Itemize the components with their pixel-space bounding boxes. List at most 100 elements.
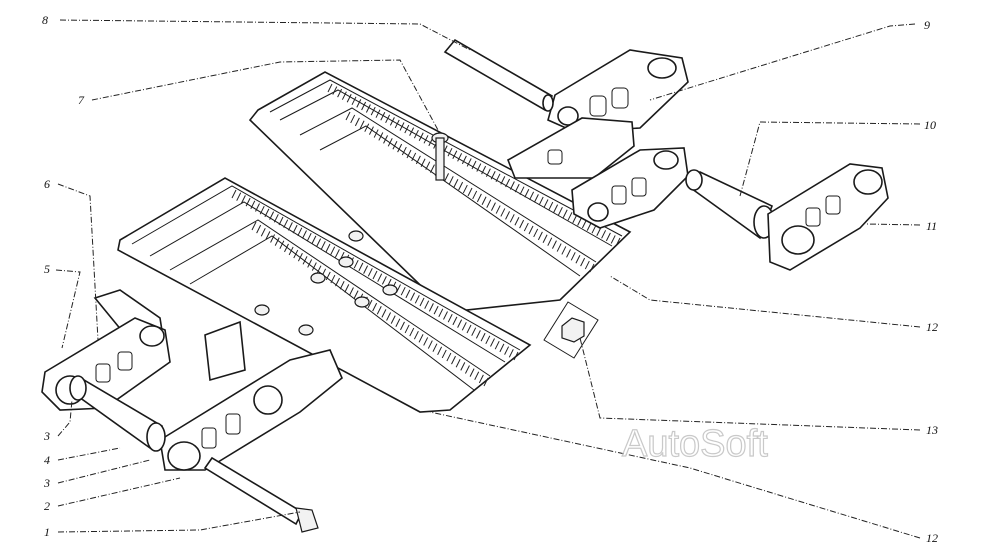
grouser-hatch-line	[270, 234, 276, 243]
grouser-hatch-line	[279, 240, 285, 249]
callout-3-upper: 3	[43, 429, 50, 443]
grouser-hatch-line	[552, 240, 557, 249]
callout-labels: 8 9 7 10 6 11 5 12 13 3 4 3 2 1 12	[42, 13, 938, 545]
grouser-hatch-line	[420, 158, 426, 167]
grouser-hatch-line	[533, 228, 539, 238]
grouser-hatch-line	[591, 224, 597, 234]
callout-8: 8	[42, 13, 48, 27]
grouser-hatch-line	[452, 316, 458, 326]
grouser-hatch-line	[240, 195, 246, 204]
grouser-hatch-line	[537, 231, 543, 241]
grouser-hatch-line	[580, 257, 586, 267]
grouser-hatch-line	[500, 176, 506, 185]
grouser-hatch-line	[411, 152, 417, 162]
grouser-hatch-line	[430, 164, 435, 173]
grouser-hatch-line	[353, 259, 359, 269]
grouser-hatch-line	[385, 114, 391, 124]
grouser-hatch-line	[466, 324, 472, 334]
grouser-hatch-line	[345, 111, 351, 121]
grouser-hatch-line	[457, 319, 463, 328]
grouser-hatch-line	[553, 204, 559, 213]
grouser-hatch-line	[256, 224, 262, 234]
grouser-hatch-line	[341, 91, 347, 100]
upper-track-shoe	[248, 71, 632, 313]
grouser-hatch-line	[423, 135, 429, 144]
grouser-hatch-line	[325, 271, 331, 281]
grouser-hatch-line	[481, 165, 487, 175]
grouser-hatch-line	[457, 153, 463, 162]
grouser-hatch-line	[372, 270, 378, 280]
grouser-hatch-line	[562, 209, 568, 218]
grouser-hatch-line	[444, 173, 449, 182]
grouser-hatch-line	[495, 173, 501, 183]
grouser-hatch-line	[334, 249, 340, 258]
grouser-hatch-line	[605, 232, 611, 242]
track-pin-lower	[203, 456, 319, 533]
grouser-hatch-line	[406, 149, 412, 159]
grouser-hatch-line	[561, 246, 567, 255]
lower-bushing	[69, 375, 166, 452]
grouser-hatch-line	[389, 117, 395, 126]
grouser-hatch-line	[601, 230, 607, 239]
grouser-hatch-line	[514, 183, 520, 193]
grouser-hatch-line	[404, 324, 410, 334]
grouser-hatch-line	[485, 335, 491, 345]
grouser-hatch-line	[572, 214, 578, 224]
grouser-hatch-line	[335, 277, 340, 287]
grouser-hatch-line	[513, 351, 519, 361]
grouser-hatch-line	[397, 143, 403, 153]
grouser-hatch-line	[455, 359, 461, 368]
grouser-hatch-line	[486, 199, 492, 208]
grouser-hatch-line	[292, 224, 298, 234]
grouser-hatch-line	[409, 127, 415, 136]
grouser-hatch-line	[332, 86, 338, 95]
grouser-hatch-line	[363, 265, 369, 274]
grouser-hatch-line	[499, 343, 505, 353]
callout-9: 9	[924, 18, 930, 32]
grouser-hatch-line	[570, 252, 576, 261]
grouser-hatch-line	[548, 201, 554, 211]
grouser-hatch-line	[255, 203, 260, 212]
grouser-hatch-line	[413, 129, 419, 139]
grouser-hatch-line	[575, 255, 581, 264]
grouser-hatch-line	[311, 235, 317, 245]
grouser-hatch-line	[542, 234, 548, 243]
callout-3-lower: 3	[43, 476, 50, 490]
watermark: AutoSoft	[622, 423, 768, 465]
callout-10: 10	[924, 118, 936, 132]
grouser-hatch-line	[351, 96, 357, 106]
bushing-and-link	[685, 163, 889, 271]
grouser-hatch-line	[428, 303, 434, 312]
grouser-hatch-line	[425, 161, 431, 170]
grouser-hatch-line	[348, 287, 354, 296]
grouser-hatch-line	[339, 281, 345, 290]
grouser-hatch-line	[380, 112, 386, 121]
grouser-hatch-line	[441, 349, 447, 359]
grouser-hatch-line	[365, 104, 371, 113]
grouser-hatch-line	[514, 217, 520, 226]
grouser-hatch-line	[356, 99, 362, 108]
shoe-bolt-upper	[431, 132, 449, 181]
grouser-hatch-line	[423, 337, 429, 346]
grouser-hatch-line	[337, 88, 343, 98]
grouser-hatch-line	[377, 273, 383, 282]
grouser-hatch-line	[448, 176, 454, 185]
grouser-hatch-line	[467, 187, 473, 197]
grouser-hatch-line	[471, 327, 477, 336]
grouser-hatch-line	[344, 284, 350, 293]
grouser-hatch-line	[400, 286, 406, 296]
grouser-hatch-line	[452, 150, 458, 159]
grouser-hatch-line	[419, 297, 425, 307]
grouser-hatch-line	[529, 191, 535, 201]
grouser-hatch-line	[293, 249, 299, 259]
callout-1: 1	[44, 525, 50, 539]
grouser-hatch-line	[236, 192, 242, 201]
grouser-hatch-line	[394, 119, 400, 129]
grouser-hatch-line	[418, 132, 424, 141]
track-pin-upper	[443, 38, 554, 112]
grouser-hatch-line	[437, 346, 443, 356]
grouser-hatch-line	[369, 126, 374, 135]
grouser-hatch-line	[461, 155, 467, 165]
grouser-hatch-line	[471, 160, 477, 170]
